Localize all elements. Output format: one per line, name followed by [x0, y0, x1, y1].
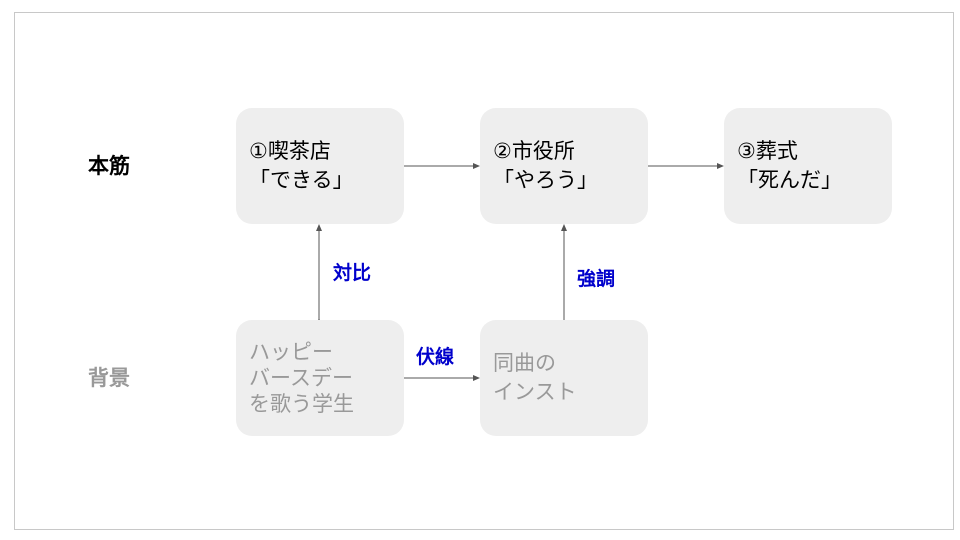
edge-label-contrast: 対比 [333, 262, 372, 284]
slide-canvas [14, 12, 954, 530]
node-students: ハッピー バースデー を歌う学生 [236, 320, 404, 436]
edge-label-foreshadow: 伏線 [416, 346, 455, 368]
node-cafe: ①喫茶店 「できる」 [236, 108, 404, 224]
edge-label-emphasis: 強調 [577, 268, 616, 290]
node-city-hall-quote: 「やろう」 [493, 168, 598, 192]
node-city-hall-title: ②市役所 [493, 139, 575, 163]
node-cafe-title: ①喫茶店 [249, 139, 331, 163]
node-students-line3: を歌う学生 [249, 392, 354, 416]
node-students-line1: ハッピー [249, 340, 333, 364]
row-label-main: 本筋 [88, 154, 130, 178]
row-label-background: 背景 [88, 366, 130, 390]
node-funeral-quote: 「死んだ」 [737, 168, 842, 192]
node-city-hall: ②市役所 「やろう」 [480, 108, 648, 224]
node-students-line2: バースデー [249, 366, 353, 390]
node-funeral-title: ③葬式 [737, 139, 798, 163]
node-funeral: ③葬式 「死んだ」 [724, 108, 892, 224]
node-instrumental-line1: 同曲の [493, 351, 556, 375]
node-cafe-quote: 「できる」 [249, 168, 354, 192]
node-instrumental: 同曲の インスト [480, 320, 648, 436]
node-instrumental-line2: インスト [493, 380, 577, 404]
